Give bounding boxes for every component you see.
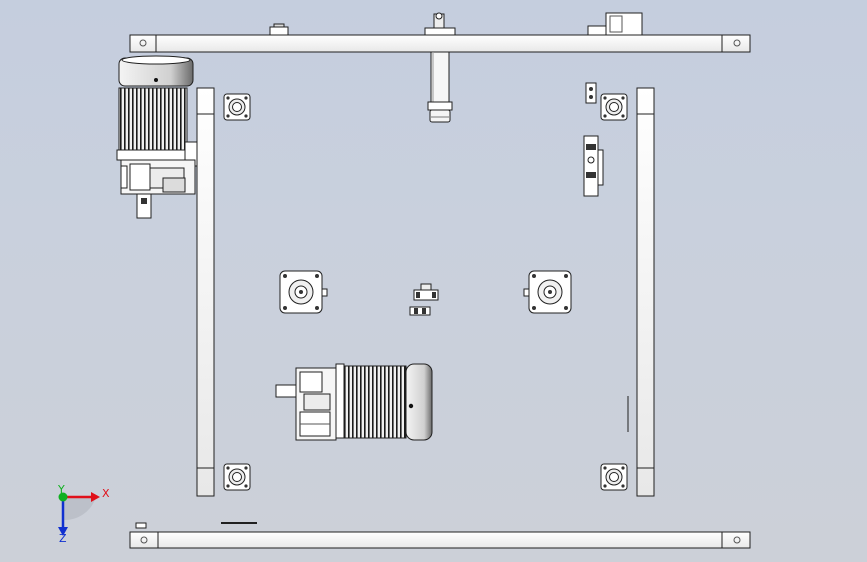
center-bearing-right[interactable] (523, 270, 572, 314)
center-coupling[interactable] (409, 283, 439, 316)
y-axis-label: Y (58, 483, 65, 496)
sensor-bracket-long[interactable] (583, 135, 604, 197)
gear-motor-horizontal[interactable] (275, 363, 433, 441)
bottom-frame-rail[interactable] (129, 531, 751, 549)
bottom-rail-small-block[interactable] (135, 522, 147, 529)
x-axis-label: X (102, 487, 110, 500)
z-axis-label: Z (59, 532, 67, 545)
top-frame-rail[interactable] (129, 34, 751, 53)
bearing-bottom-right[interactable] (600, 463, 628, 491)
top-rail-bracket-left[interactable] (269, 23, 289, 36)
left-vertical-rail[interactable] (196, 87, 215, 497)
bearing-top-left[interactable] (223, 93, 251, 121)
bearing-bottom-left[interactable] (223, 463, 251, 491)
sensor-bracket-small[interactable] (585, 82, 597, 104)
pneumatic-cylinder[interactable] (427, 51, 453, 123)
right-vertical-rail[interactable] (636, 87, 655, 497)
gear-motor-vertical[interactable] (116, 55, 198, 219)
center-bearing-left[interactable] (279, 270, 328, 314)
bearing-top-right[interactable] (600, 93, 628, 121)
top-rail-bracket-right[interactable] (587, 12, 643, 36)
cylinder-mount[interactable] (424, 12, 456, 36)
